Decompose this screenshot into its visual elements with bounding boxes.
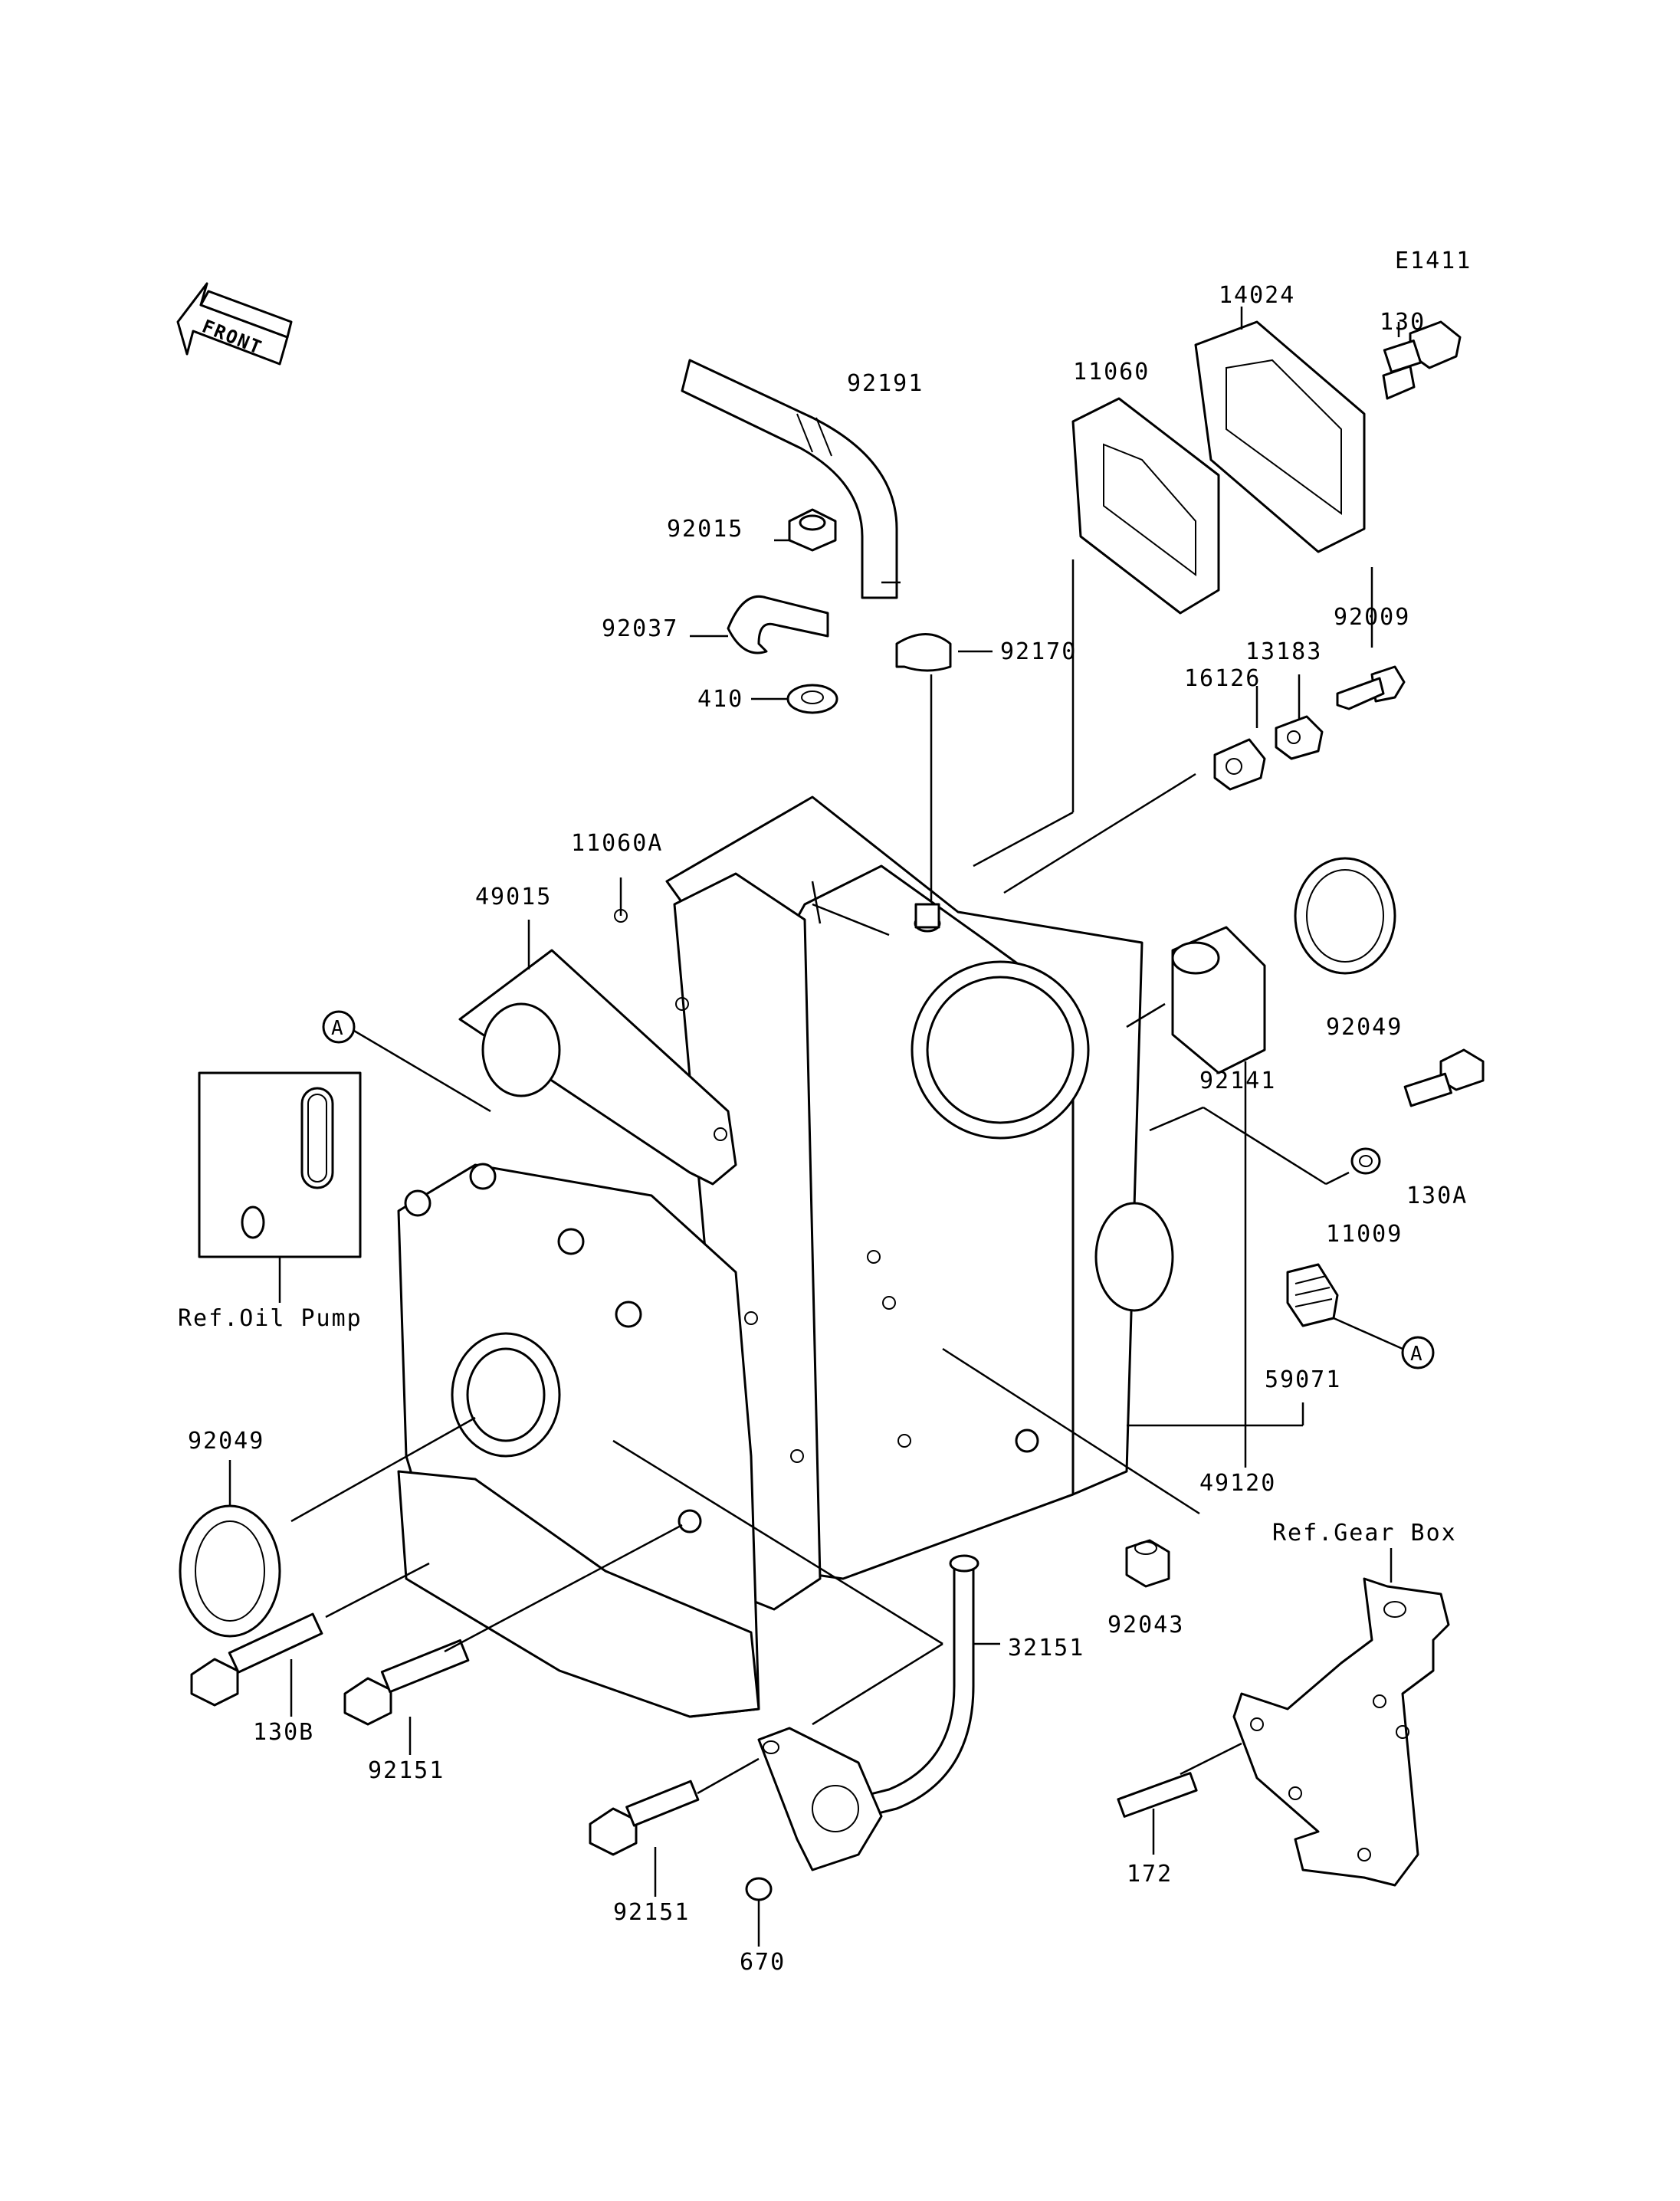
part-label-11060a: 11060A [571, 830, 663, 857]
part-label-92037: 92037 [602, 615, 678, 642]
part-label-16126: 16126 [1184, 665, 1261, 692]
oil-pump-ref-box [198, 1071, 362, 1303]
screw-92009 [1336, 665, 1406, 710]
part-label-130: 130 [1380, 309, 1426, 336]
seal-92049-right [1294, 857, 1396, 975]
collar-13183 [1275, 715, 1324, 760]
bushing-92141 [1126, 926, 1266, 1074]
marker-a-right: A [1333, 1317, 1435, 1369]
part-label-13183: 13183 [1245, 638, 1322, 665]
ref-oil-pump-label: Ref.Oil Pump [178, 1305, 363, 1332]
part-label-92151-mid: 92151 [368, 1757, 445, 1784]
o-ring-670 [745, 1877, 773, 1947]
bolt-130 [1382, 320, 1462, 400]
bolt-130b [190, 1562, 430, 1717]
cover-14024 [1194, 320, 1366, 553]
plug-59071 [1286, 1263, 1339, 1327]
part-label-59071: 59071 [1265, 1366, 1341, 1393]
ref-gear-box-label: Ref.Gear Box [1272, 1520, 1457, 1547]
part-label-92015: 92015 [667, 516, 743, 543]
part-label-92049-left: 92049 [188, 1428, 264, 1455]
bolt-92151-mid [343, 1524, 683, 1755]
part-label-670: 670 [740, 1949, 786, 1976]
bolt-92151-bottom [589, 1757, 760, 1897]
part-label-49015: 49015 [475, 884, 552, 910]
svg-text:A: A [1410, 1343, 1424, 1366]
bolt-130a [1403, 1048, 1485, 1107]
gear-box-bracket [1232, 1548, 1450, 1887]
part-label-92151-bottom: 92151 [613, 1899, 690, 1926]
part-label-32151: 32151 [1008, 1635, 1084, 1661]
part-label-92141: 92141 [1199, 1068, 1276, 1094]
marker-a-left: A [322, 1010, 491, 1113]
nut-92015 [788, 508, 837, 552]
front-arrow-icon: FRONT [176, 282, 293, 366]
seal-92049-left [179, 1416, 476, 1638]
stud-172 [1117, 1742, 1242, 1855]
part-label-92191: 92191 [847, 370, 924, 397]
part-label-130a: 130A [1406, 1183, 1468, 1209]
part-label-410: 410 [697, 686, 743, 713]
pipe-32151 [612, 1439, 1000, 1871]
part-label-11060: 11060 [1073, 359, 1150, 385]
part-label-172: 172 [1127, 1861, 1173, 1888]
part-label-92170: 92170 [1000, 638, 1077, 665]
washer-11009 [1149, 1106, 1381, 1186]
part-label-14024: 14024 [1219, 282, 1295, 309]
figure-code: E1411 [1395, 248, 1472, 274]
part-label-92009: 92009 [1334, 604, 1410, 631]
part-label-11009: 11009 [1326, 1221, 1403, 1248]
hose-92191 [681, 359, 898, 599]
part-label-92043: 92043 [1107, 1612, 1184, 1638]
clip-92170 [895, 633, 952, 900]
clamp-92037 [727, 595, 829, 654]
crankcase-body [397, 795, 1174, 1718]
collar-16126 [1003, 738, 1266, 894]
part-label-49120: 49120 [1199, 1470, 1276, 1497]
part-label-130b: 130B [253, 1719, 314, 1746]
gasket-11060 [973, 397, 1220, 868]
washer-410 [786, 684, 838, 714]
part-label-92049-right: 92049 [1326, 1014, 1403, 1041]
svg-text:A: A [331, 1017, 345, 1040]
pin-92043 [942, 1347, 1200, 1588]
